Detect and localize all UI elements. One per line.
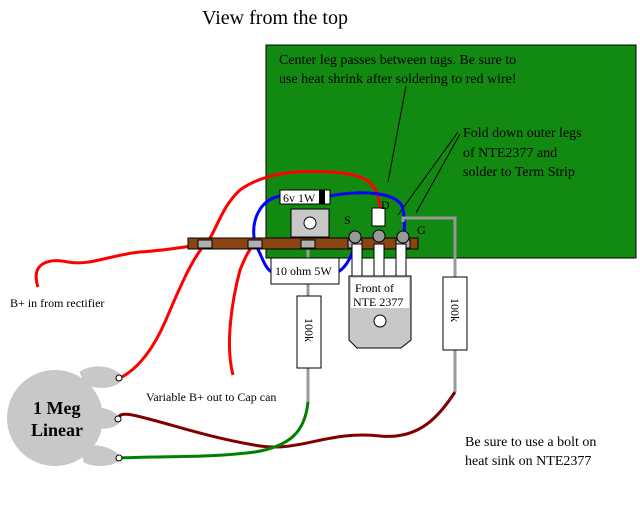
transistor-legs — [351, 243, 407, 277]
fold-pointer-right — [415, 133, 461, 214]
fold-note-line3: solder to Term Strip — [463, 165, 575, 180]
center-leg-pointer — [387, 85, 407, 183]
pin-g-label: G — [417, 223, 426, 237]
resistor-10-ohm-label: 10 ohm 5W — [275, 264, 332, 278]
pot-terminal-1 — [115, 374, 123, 382]
resistor-100k-left-label: 100k — [302, 318, 316, 342]
gray-lead-g-to-100k — [401, 216, 457, 277]
transistor-leg-g — [395, 243, 407, 277]
pot-label-line1: 1 Meg — [33, 398, 80, 418]
pin-s-joint — [348, 230, 362, 244]
fold-note-line2: of NTE2377 and — [463, 146, 557, 161]
resistor-100k-left — [296, 295, 322, 369]
red-wire-to-pot — [119, 243, 207, 380]
bolt-note-line1: Be sure to use a bolt on — [465, 435, 596, 450]
transistor-leg-s — [351, 243, 363, 277]
resistor-100k-right-label: 100k — [448, 298, 462, 322]
pot-body — [7, 370, 103, 466]
fold-pointer-left — [397, 131, 459, 216]
b-plus-in-label: B+ in from rectifier — [10, 296, 104, 310]
pot-terminal-2 — [114, 415, 122, 423]
terminal-tag-1 — [197, 239, 213, 249]
center-leg-note-line2: use heat shrink after soldering to red w… — [279, 72, 517, 87]
resistor-100k-right — [442, 276, 468, 351]
transistor-label-bg — [351, 278, 409, 308]
terminal-tag-2 — [247, 239, 263, 249]
zener-diode — [279, 189, 331, 205]
resistor-10-ohm — [270, 257, 340, 285]
transistor-label-line1: Front of — [355, 281, 394, 295]
transistor-center-leg-top — [371, 207, 386, 227]
bolt-note-line2: heat sink on NTE2377 — [465, 454, 591, 469]
pot-label-line2: Linear — [31, 420, 83, 440]
diagram-title: View from the top — [202, 7, 348, 29]
pin-s-label: S — [344, 213, 351, 227]
potentiometer: 1 Meg Linear — [7, 366, 123, 466]
fold-note-line1: Fold down outer legs — [463, 126, 582, 141]
mounting-hole — [303, 216, 317, 230]
terminal-tag-3 — [300, 239, 316, 249]
red-wire-variable-out — [228, 242, 256, 376]
variable-b-plus-label: Variable B+ out to Cap can — [146, 390, 276, 404]
center-leg-note-line1: Center leg passes between tags. Be sure … — [279, 53, 516, 68]
brown-wire — [116, 391, 457, 449]
blue-wire-left — [252, 194, 281, 245]
pin-d-joint — [372, 229, 386, 243]
transistor-leg-d — [373, 243, 385, 277]
zener-label: 6v 1W — [283, 191, 316, 205]
pot-terminal-3 — [115, 454, 123, 462]
pin-d-label: D — [381, 198, 390, 212]
transistor-label-line2: NTE 2377 — [353, 295, 403, 309]
pin-g-joint — [396, 230, 410, 244]
green-wire — [119, 401, 310, 460]
transistor-mount-hole — [373, 314, 387, 328]
zener-band — [319, 190, 325, 204]
